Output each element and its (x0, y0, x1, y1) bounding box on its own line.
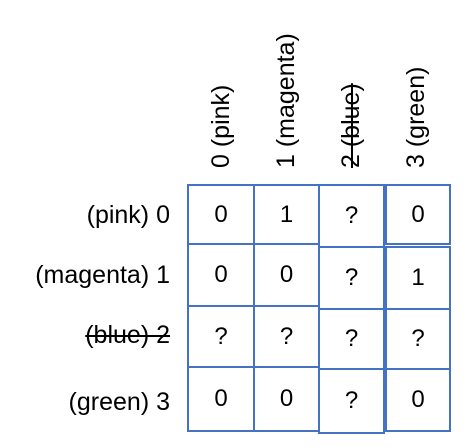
column-label-0: 0 (pink) (207, 84, 235, 168)
matrix-cell-r3-c1: 0 (253, 366, 320, 432)
matrix-cell-r3-c2: ? (318, 368, 385, 434)
matrix-cell-r3-c0: 0 (187, 366, 255, 432)
matrix-cell-r0-c0: 0 (187, 184, 255, 245)
matrix-cell-r1-c3: 1 (385, 246, 451, 310)
row-label-1: (magenta) 1 (35, 261, 170, 289)
matrix-cell-r1-c0: 0 (187, 243, 255, 307)
column-label-1: 1 (magenta) (272, 33, 300, 168)
matrix-cell-r2-c0: ? (187, 305, 255, 368)
column-label-2: 2 (blue) (337, 83, 365, 168)
matrix-cell-r2-c3: ? (385, 308, 451, 370)
row-label-0: (pink) 0 (86, 201, 170, 229)
matrix-cell-r2-c1: ? (253, 305, 320, 368)
matrix-cell-r1-c1: 0 (253, 243, 320, 307)
row-label-2: (blue) 2 (85, 321, 170, 349)
matrix-cell-r1-c2: ? (318, 246, 385, 310)
column-label-3: 3 (green) (402, 66, 430, 168)
matrix-cell-r0-c1: 1 (253, 184, 320, 245)
matrix-cell-r0-c2: ? (318, 184, 385, 248)
matrix-cell-r0-c3: 0 (385, 184, 451, 245)
matrix-cell-r2-c2: ? (318, 308, 385, 370)
row-label-3: (green) 3 (68, 388, 170, 416)
matrix-cell-r3-c3: 0 (385, 368, 451, 432)
